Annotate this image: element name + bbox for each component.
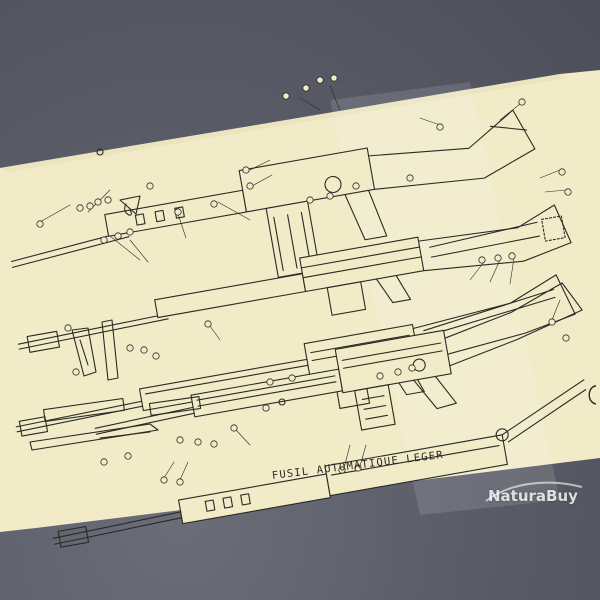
swoosh-icon (485, 481, 583, 502)
rifle-second (17, 204, 572, 353)
naturabuy-watermark: NaturaBuy (485, 481, 583, 505)
edge-glyph (588, 385, 597, 405)
part-number-callouts (36, 74, 572, 486)
watermark-text: NaturaBuy (488, 487, 578, 505)
leader-lines (39, 85, 567, 481)
rifle-bottom (52, 379, 587, 548)
loose-parts-left (29, 148, 286, 451)
rifle-fourth (94, 282, 583, 435)
